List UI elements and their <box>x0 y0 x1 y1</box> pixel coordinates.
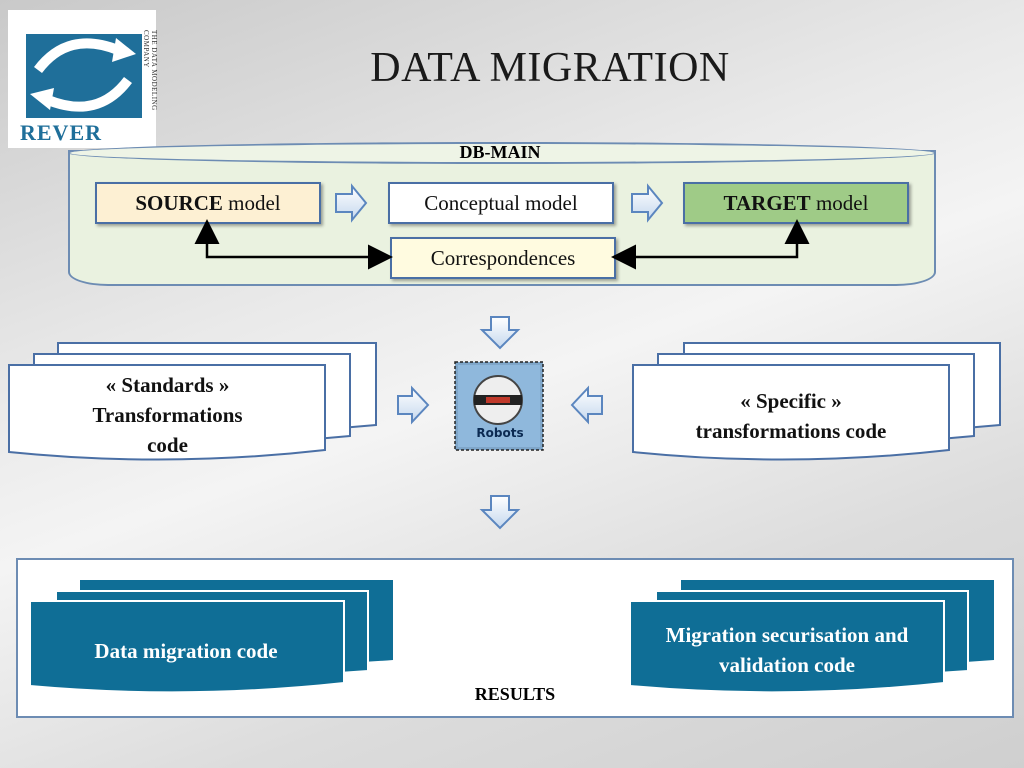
arrow-left-icon <box>570 385 603 425</box>
arrow-down-icon <box>479 495 521 530</box>
arrow-right-icon <box>335 183 368 223</box>
securisation-line2: validation code <box>719 653 855 677</box>
securisation-text: Migration securisation and validation co… <box>636 620 938 680</box>
source-bold: SOURCE <box>135 191 223 215</box>
standards-text: « Standards » Transformations code <box>20 370 315 460</box>
conceptual-model-box: Conceptual model <box>388 182 614 224</box>
securisation-document-stack <box>629 580 994 694</box>
arrow-right-icon <box>631 183 664 223</box>
standards-document-stack <box>8 342 377 461</box>
db-main-top <box>68 142 936 164</box>
arrow-right-icon <box>397 385 430 425</box>
target-rest: model <box>810 191 869 215</box>
data-migration-document-stack <box>29 580 393 694</box>
specific-document-stack <box>632 342 1001 461</box>
securisation-line1: Migration securisation and <box>665 623 909 647</box>
data-migration-text: Data migration code <box>94 639 278 663</box>
source-rest: model <box>222 191 281 215</box>
logo-text: REVER <box>20 120 103 145</box>
specific-text: « Specific » transformations code <box>643 386 939 446</box>
rever-logo-icon <box>26 34 142 118</box>
specific-line2: transformations code <box>695 419 887 443</box>
results-label: RESULTS <box>474 684 556 704</box>
rever-logo: REVER THE DATA MODELING COMPANY <box>8 10 158 148</box>
standards-line1: « Standards » <box>105 373 230 397</box>
standards-line2: Transformations <box>92 403 243 427</box>
arrow-down-icon <box>479 316 521 350</box>
target-model-box: TARGET model <box>683 182 909 224</box>
page-title: DATA MIGRATION <box>370 45 730 91</box>
standards-line3: code <box>147 433 188 457</box>
db-main-label: DB-MAIN <box>459 142 541 162</box>
correspondences-box: Correspondences <box>390 237 616 279</box>
robots-icon <box>454 361 544 451</box>
robots-label: Robots <box>476 426 524 440</box>
specific-line1: « Specific » <box>740 389 842 413</box>
target-bold: TARGET <box>723 191 811 215</box>
logo-tagline: THE DATA MODELING COMPANY <box>142 30 158 111</box>
